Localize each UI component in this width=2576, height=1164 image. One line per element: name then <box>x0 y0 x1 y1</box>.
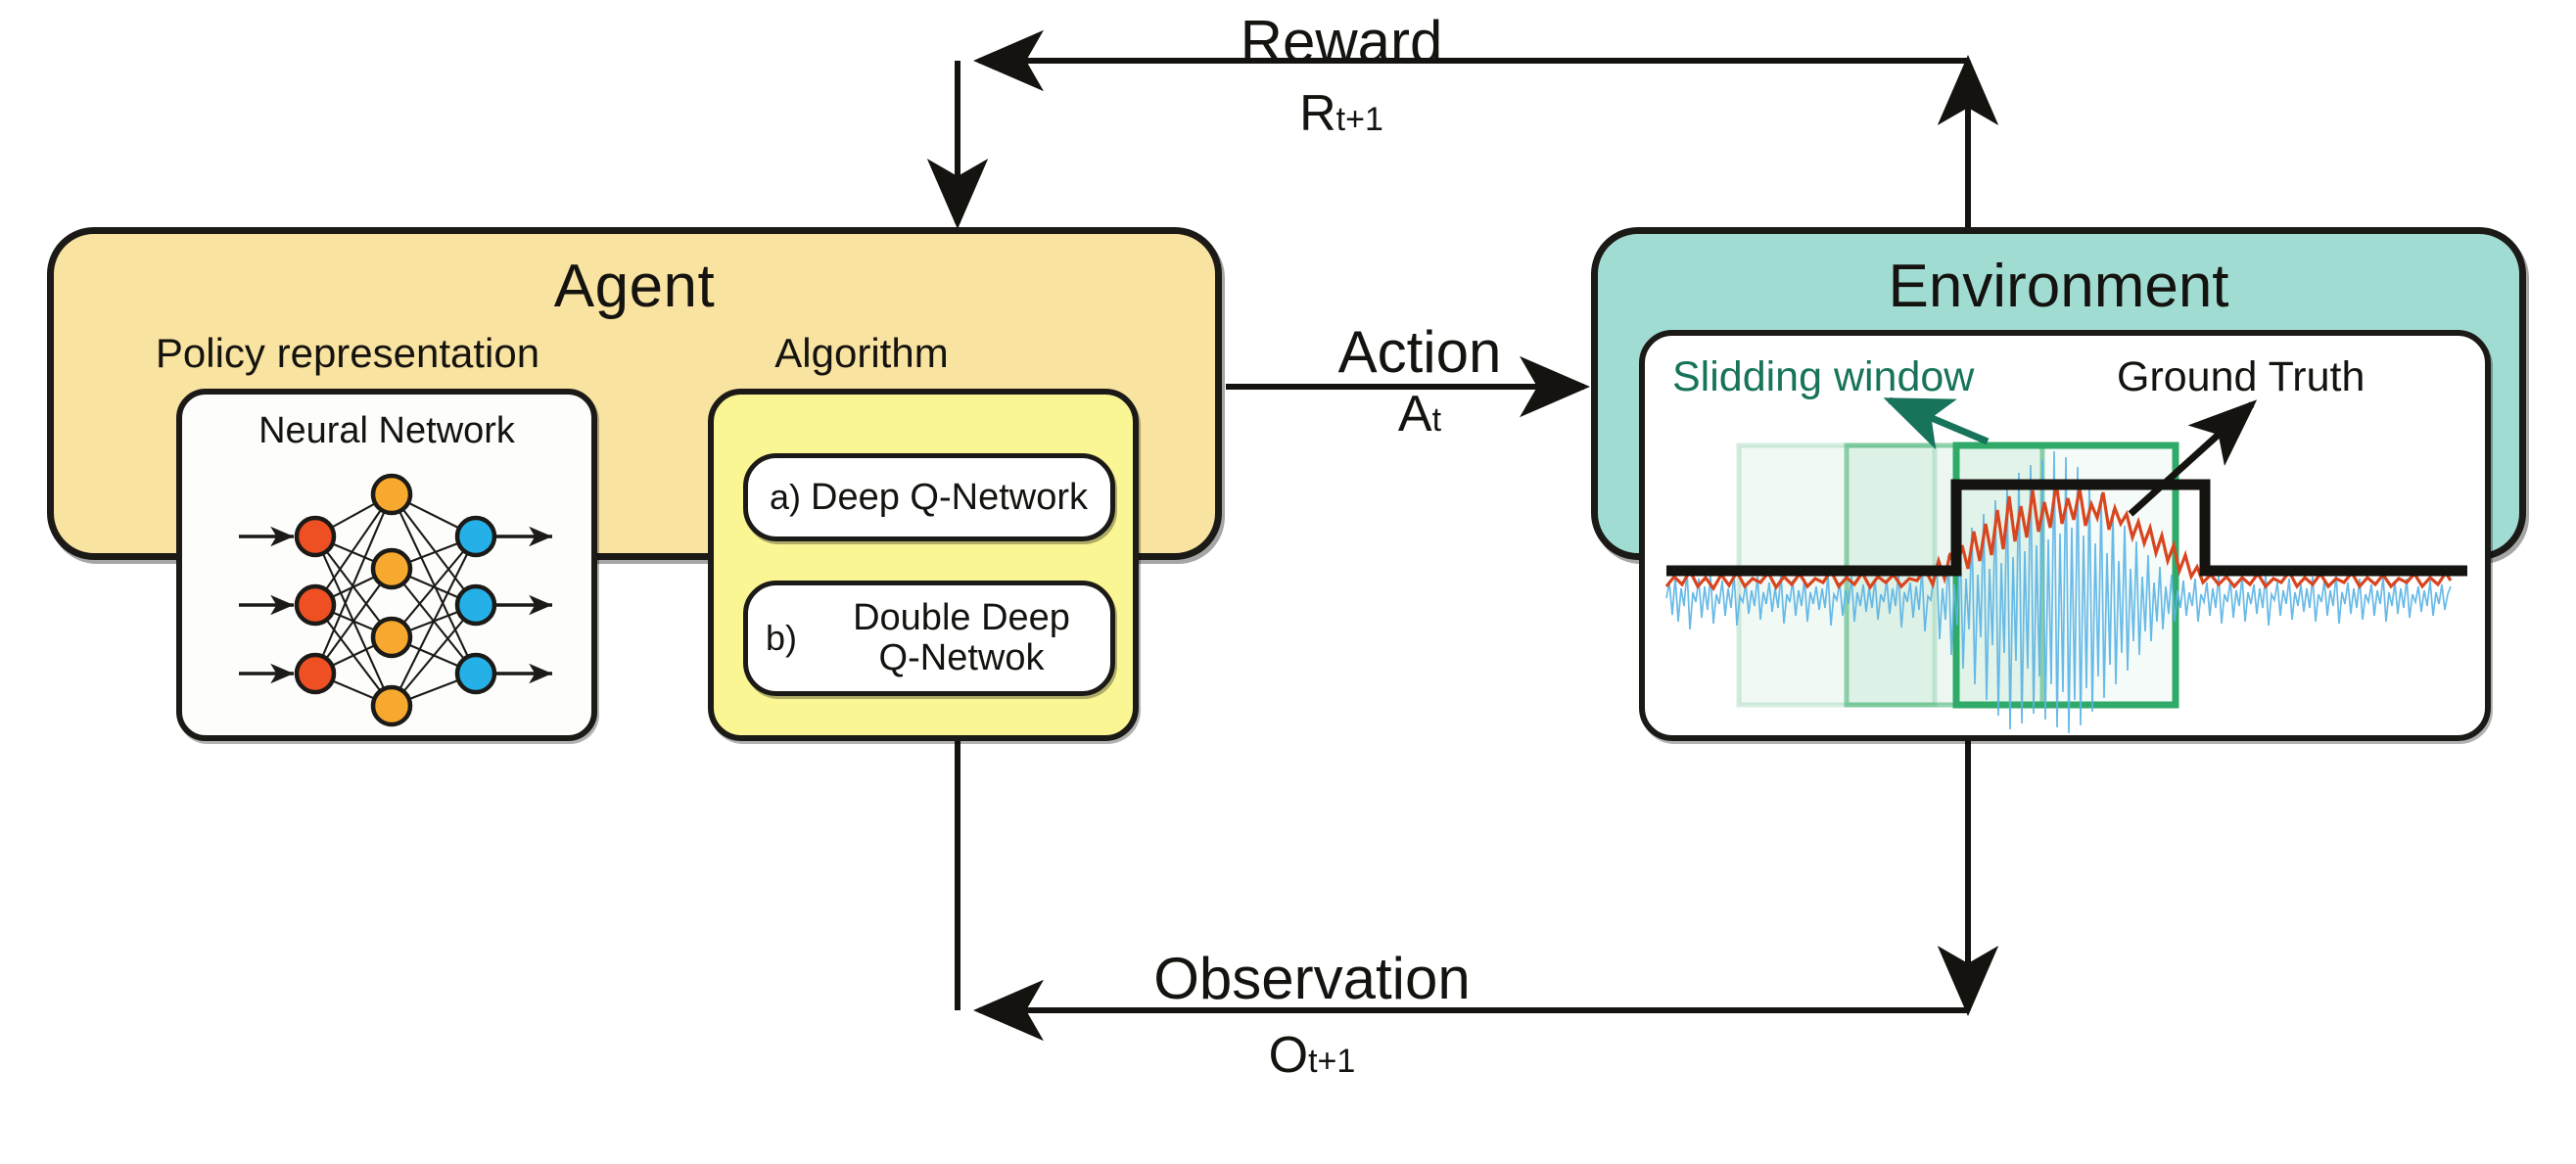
neural-network-icon <box>239 473 552 727</box>
algorithm-option-a-marker: a) <box>770 477 802 517</box>
algorithm-option-b-marker: b) <box>766 618 798 658</box>
algorithm-option-b-line2: Q-Netwok <box>878 637 1045 678</box>
algorithm-option-b-label: Double Deep Q-Netwok <box>813 596 1110 678</box>
algorithm-option-double-deep-q-network[interactable]: b) Double Deep Q-Netwok <box>743 581 1115 696</box>
reward-flow-symbol: Rt+1 <box>1155 84 1527 143</box>
environment-title: Environment <box>1888 253 2229 320</box>
action-subscript: t <box>1431 401 1442 439</box>
environment-signal-panel: Slidding window Ground Truth <box>1639 330 2491 741</box>
algorithm-option-deep-q-network[interactable]: a) Deep Q-Network <box>743 453 1115 541</box>
action-symbol: A <box>1397 386 1432 442</box>
ground-truth-step-path <box>1666 479 2467 577</box>
algorithm-panel: a) Deep Q-Network b) Double Deep Q-Netwo… <box>708 389 1139 741</box>
action-flow-label: Action <box>1337 319 1502 385</box>
observation-subscript: t+1 <box>1308 1043 1356 1080</box>
algorithm-label: Algorithm <box>774 330 949 376</box>
reward-flow-label: Reward <box>1240 9 1443 74</box>
reward-symbol: R <box>1299 85 1336 142</box>
signal-plot <box>1664 396 2467 734</box>
action-flow-symbol: At <box>1263 385 1576 443</box>
envelope-signal-path <box>1664 482 2453 591</box>
noisy-signal-path <box>1665 450 2452 734</box>
algorithm-option-a-label: Deep Q-Network <box>811 476 1088 518</box>
observation-flow-label: Observation <box>1153 946 1471 1011</box>
ground-truth-annotation-arrow <box>2128 399 2258 517</box>
observation-symbol: O <box>1268 1027 1309 1084</box>
policy-representation-panel: Neural Network <box>176 389 597 741</box>
sliding-window-annotation-arrow <box>1883 396 1990 450</box>
reward-subscript: t+1 <box>1335 101 1383 138</box>
agent-title: Agent <box>553 253 716 320</box>
observation-flow-symbol: Ot+1 <box>1126 1026 1498 1085</box>
algorithm-option-b-line1: Double Deep <box>853 596 1070 638</box>
neural-network-title: Neural Network <box>258 410 515 451</box>
agent-box: Agent Policy representation Algorithm Ne… <box>47 227 1222 741</box>
ground-truth-label: Ground Truth <box>2117 353 2365 400</box>
sliding-window-label: Slidding window <box>1672 353 1975 400</box>
environment-box: Environment Slidding window Ground Truth <box>1591 227 2526 741</box>
policy-representation-label: Policy representation <box>155 330 540 376</box>
